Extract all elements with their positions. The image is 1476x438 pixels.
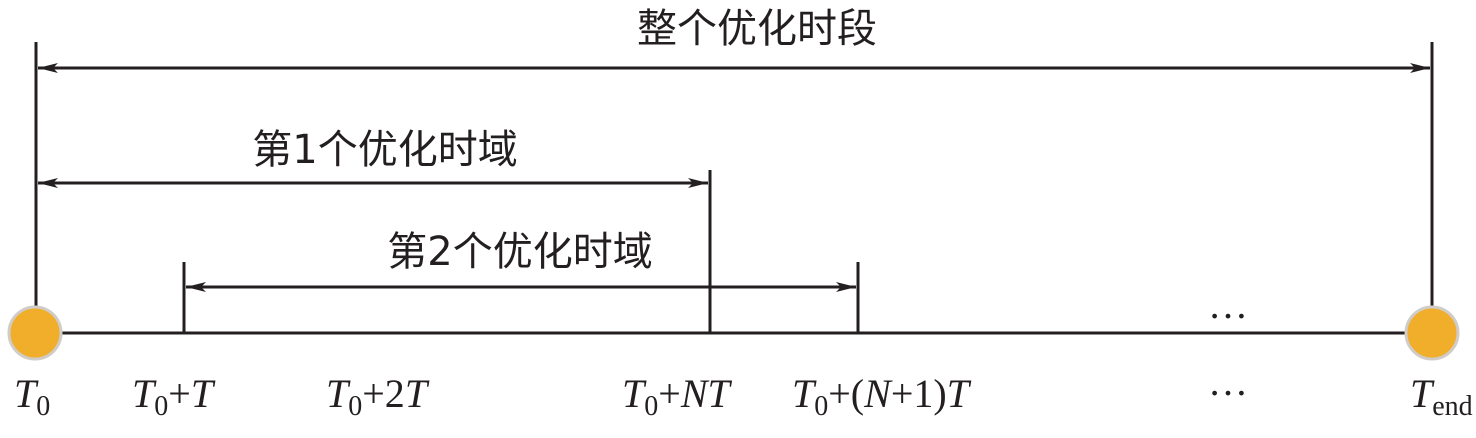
ellipsis-top: … — [1208, 282, 1248, 327]
start-node — [7, 305, 63, 361]
horizon-1-label: 第1个优化时域 — [252, 127, 517, 173]
tick-label-t0-plus-nt: T0+NT — [622, 371, 732, 422]
tick-label-t0-plus-n1t: T0+(N+1)T — [792, 371, 972, 422]
tick-label-tend: Tend — [1410, 371, 1473, 422]
ellipsis-bottom: … — [1208, 359, 1248, 404]
tick-label-t0-plus-t: T0+T — [132, 371, 216, 422]
end-node — [1404, 305, 1460, 361]
total-period-label: 整个优化时段 — [637, 6, 877, 52]
tick-label-t0-plus-2t: T0+2T — [326, 371, 430, 422]
horizon-2-label: 第2个优化时域 — [387, 229, 652, 275]
tick-label-t0: T0 — [14, 371, 50, 422]
